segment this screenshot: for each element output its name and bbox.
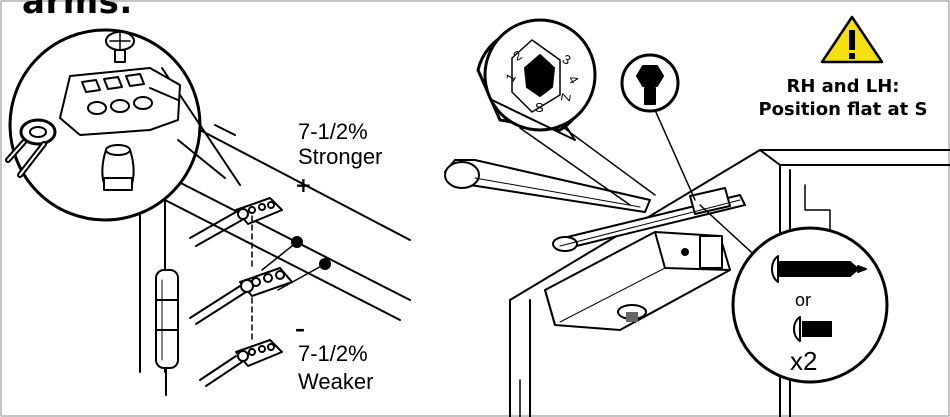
title-fragment: arms. (22, 0, 133, 22)
weaker-bracket-icon (199, 339, 283, 387)
screw-or-label: or (795, 290, 812, 310)
closer-arm-icon (444, 159, 746, 252)
hinge-icon (155, 269, 179, 396)
minus-sign: – (295, 317, 305, 341)
middle-bracket-icon (189, 215, 331, 343)
dial-mark-s: S (535, 100, 544, 115)
warning-line-1: RH and LH: (786, 76, 900, 97)
weaker-label: Weaker (298, 369, 374, 394)
warning-icon (820, 15, 884, 64)
arm-ring-icon (5, 118, 57, 178)
weaker-percent-label: 7-1/2% (298, 341, 368, 366)
pivot-post-icon (101, 144, 135, 191)
adjustment-bracket-icon (59, 67, 181, 136)
screw-quantity-label: x2 (790, 346, 818, 376)
stronger-label: Stronger (298, 144, 383, 169)
warning-line-2: Position flat at S (758, 99, 928, 120)
hex-bolt-magnifier (620, 53, 696, 201)
stronger-percent-label: 7-1/2% (298, 119, 368, 144)
warning-text: RH and LH: Position flat at S (738, 75, 948, 121)
stronger-bracket-icon (189, 197, 283, 247)
screws-magnifier (699, 204, 889, 384)
screw-icon (105, 31, 135, 63)
spring-dial-magnifier (476, 18, 656, 206)
plus-sign: + (295, 173, 312, 197)
closer-body-icon (544, 231, 731, 331)
